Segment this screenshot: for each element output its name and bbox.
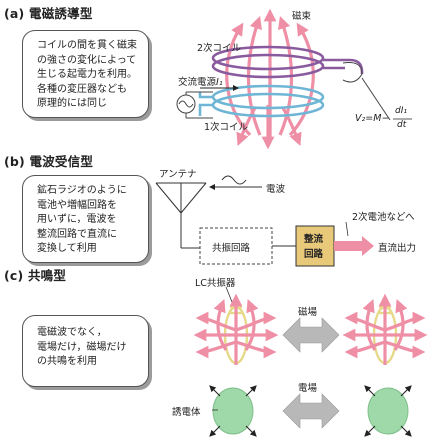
coil-terminal	[342, 62, 363, 83]
dielectric-right	[364, 385, 412, 437]
label-rectifier-2: 回路	[304, 249, 324, 260]
section-a-title: (a) 電磁誘導型	[4, 6, 93, 21]
section-b-title: (b) 電波受信型	[4, 154, 94, 169]
formula-numerator: dI₁	[395, 106, 407, 116]
lc-resonator-left	[193, 293, 279, 365]
section-c-title: (c) 共鳴型	[4, 268, 67, 283]
section-a-description: コイルの間を貫く磁束 の強さの変化によって 生じる起電力を利用。 各種の変圧器な…	[37, 39, 140, 112]
text-line: の共鳴を利用	[37, 356, 97, 368]
label-radio-wave: 電波	[266, 184, 286, 195]
lc-leader-line	[225, 286, 233, 303]
label-lc-resonator: LC共振器	[195, 278, 236, 289]
formula-denominator: dt	[397, 120, 407, 130]
dc-output-arrow	[334, 236, 374, 256]
label-magnetic-field: 磁場	[298, 307, 318, 318]
section-c-description: 電磁波でなく， 電場だけ，磁場だけ の共鳴を利用	[37, 326, 140, 370]
label-ac-source: 交流電源I₁	[178, 74, 223, 88]
text-line: 電池や増幅回路を	[37, 199, 117, 211]
text-line: 変換して利用	[37, 243, 97, 255]
label-dc-output: 直流出力	[378, 243, 417, 254]
label-primary-coil: 1次コイル	[204, 122, 249, 133]
label-magnetic-flux: 磁束	[292, 11, 312, 22]
formula-leader-line	[361, 77, 391, 121]
electric-coupling-arrow	[282, 393, 340, 429]
section-b-description-box: 鉱石ラジオのように 電池や増幅回路を 用いずに，電波を 整流回路で直流に 変換し…	[22, 175, 149, 263]
formula-lhs: V₂=M−	[355, 113, 390, 124]
label-rectifier-1: 整流	[304, 234, 324, 245]
label-antenna: アンテナ	[159, 169, 197, 180]
label-to-battery: 2次電池などへ	[352, 212, 415, 223]
dielectric-left	[209, 385, 257, 437]
text-line: 生じる起電力を利用。	[37, 69, 137, 81]
text-line: コイルの間を貫く磁束	[37, 40, 137, 51]
text-line: 整流回路で直流に	[37, 228, 117, 240]
primary-coil	[198, 84, 325, 118]
section-b-description: 鉱石ラジオのように 電池や増幅回路を 用いずに，電波を 整流回路で直流に 変換し…	[37, 184, 140, 257]
label-current-i1: I₁	[216, 77, 223, 88]
text-line: の強さの変化によって	[37, 54, 137, 66]
radio-wave-icon	[221, 175, 247, 185]
lc-resonator-right	[342, 293, 428, 365]
section-a-description-box: コイルの間を貫く磁束 の強さの変化によって 生じる起電力を利用。 各種の変圧器な…	[22, 30, 149, 118]
text-line: 各種の変圧器なども	[37, 83, 127, 95]
text-line: 原理的には同じ	[37, 98, 107, 110]
resonant-circuit-box	[199, 227, 273, 265]
text-line: 電場だけ，磁場だけ	[37, 341, 127, 353]
text-line: 用いずに，電波を	[37, 214, 117, 226]
magnetic-flux-arrows	[225, 8, 315, 140]
ac-source-icon	[176, 94, 196, 114]
label-secondary-coil: 2次コイル	[197, 43, 242, 54]
text-line: 電磁波でなく，	[37, 327, 107, 338]
magnetic-coupling-arrow	[282, 317, 340, 353]
label-dielectric: 誘電体	[172, 407, 201, 418]
section-c-description-box: 電磁波でなく， 電場だけ，磁場だけ の共鳴を利用	[22, 315, 149, 387]
label-resonant-circuit: 共振回路	[212, 243, 251, 254]
label-electric-field: 電場	[298, 383, 318, 394]
label-ac-source-text: 交流電源	[178, 77, 217, 88]
text-line: 鉱石ラジオのように	[37, 185, 127, 196]
antenna-icon	[155, 182, 207, 249]
